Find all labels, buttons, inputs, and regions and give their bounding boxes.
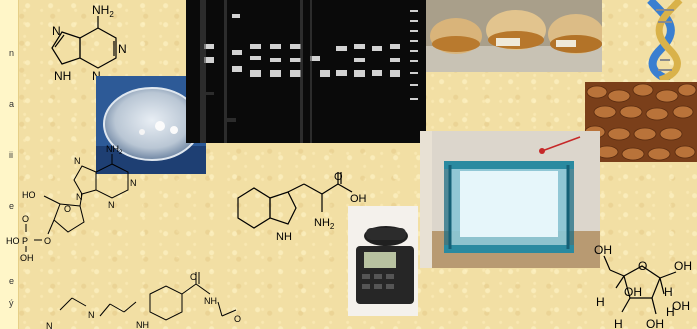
folate-fragment-structure: N N NH O NH O — [46, 272, 241, 329]
flasks-image — [426, 0, 602, 72]
folate-nh-amide: NH — [204, 296, 217, 306]
fructose-oh: OH — [646, 317, 664, 329]
nucleotide-o-ring: O — [64, 204, 71, 214]
folate-o: O — [190, 272, 197, 282]
side-letter: e — [9, 276, 15, 286]
lab-meter-photo — [348, 206, 418, 316]
nucleotide-ho-top: HO — [22, 190, 36, 200]
fructose-structure: OH O H H H H OH OH OH OH — [594, 243, 692, 329]
tryptophan-oh: OH — [350, 193, 367, 205]
folate-o2: O — [234, 314, 241, 324]
nucleotide-structure: NH2 N N N N HO O O P O HO OH — [6, 144, 137, 263]
fructose-oh: OH — [624, 285, 642, 299]
dna-helix-image — [647, 0, 683, 80]
side-letter: a — [9, 99, 15, 109]
folate-n-mid: N — [88, 310, 95, 320]
tryptophan-o: O — [334, 171, 343, 183]
adenine-n-label: N — [118, 42, 127, 56]
side-letter: ii — [9, 150, 13, 160]
tryptophan-nh2: NH2 — [314, 217, 335, 231]
fructose-h: H — [666, 305, 675, 319]
side-letter: n — [9, 48, 15, 58]
nucleotide-n-label: N — [108, 200, 115, 210]
fructose-oh-right: OH — [674, 259, 692, 273]
fructose-h: H — [664, 285, 673, 299]
side-letter: ý — [9, 298, 14, 308]
folate-n-left: N — [46, 321, 53, 329]
fructose-o-ring: O — [638, 259, 647, 273]
tryptophan-structure: O OH NH2 NH — [237, 171, 367, 243]
gel-electrophoresis-photo — [186, 0, 426, 143]
nucleotide-p: P — [22, 236, 28, 246]
petri-dish-image — [96, 76, 206, 174]
electrophoresis-tank-photo — [420, 131, 600, 268]
nucleotide-n-label: N — [130, 178, 137, 188]
nucleotide-n-label: N — [74, 156, 81, 166]
wheat-grains-photo — [585, 82, 697, 162]
nucleotide-n-label: N — [76, 192, 83, 202]
fructose-h: H — [596, 295, 605, 309]
tryptophan-nh: NH — [276, 231, 292, 243]
adenine-structure: NH2 N N N NH — [51, 3, 127, 83]
adenine-nh: NH — [54, 69, 71, 83]
petri-dish-photo — [96, 76, 206, 174]
fructose-oh: OH — [672, 299, 690, 313]
gel-image — [186, 0, 426, 143]
fructose-oh-top: OH — [594, 243, 612, 257]
fructose-h: H — [614, 317, 623, 329]
nucleotide-nh2: NH2 — [106, 144, 123, 156]
side-text-strip: n a ii e e ý — [0, 0, 19, 329]
nucleotide-ho-left: HO — [6, 236, 20, 246]
nucleotide-o-link: O — [44, 236, 51, 246]
adenine-n-label: N — [52, 24, 61, 38]
side-letter: e — [9, 201, 15, 211]
nucleotide-oh-bottom: OH — [20, 253, 34, 263]
meter-image — [348, 206, 418, 316]
adenine-nh2: NH2 — [92, 3, 114, 19]
folate-nh: NH — [136, 320, 149, 329]
tank-image — [420, 131, 600, 268]
grains-image — [585, 82, 697, 162]
flasks-photo — [426, 0, 602, 72]
nucleotide-p-o: O — [22, 214, 29, 224]
